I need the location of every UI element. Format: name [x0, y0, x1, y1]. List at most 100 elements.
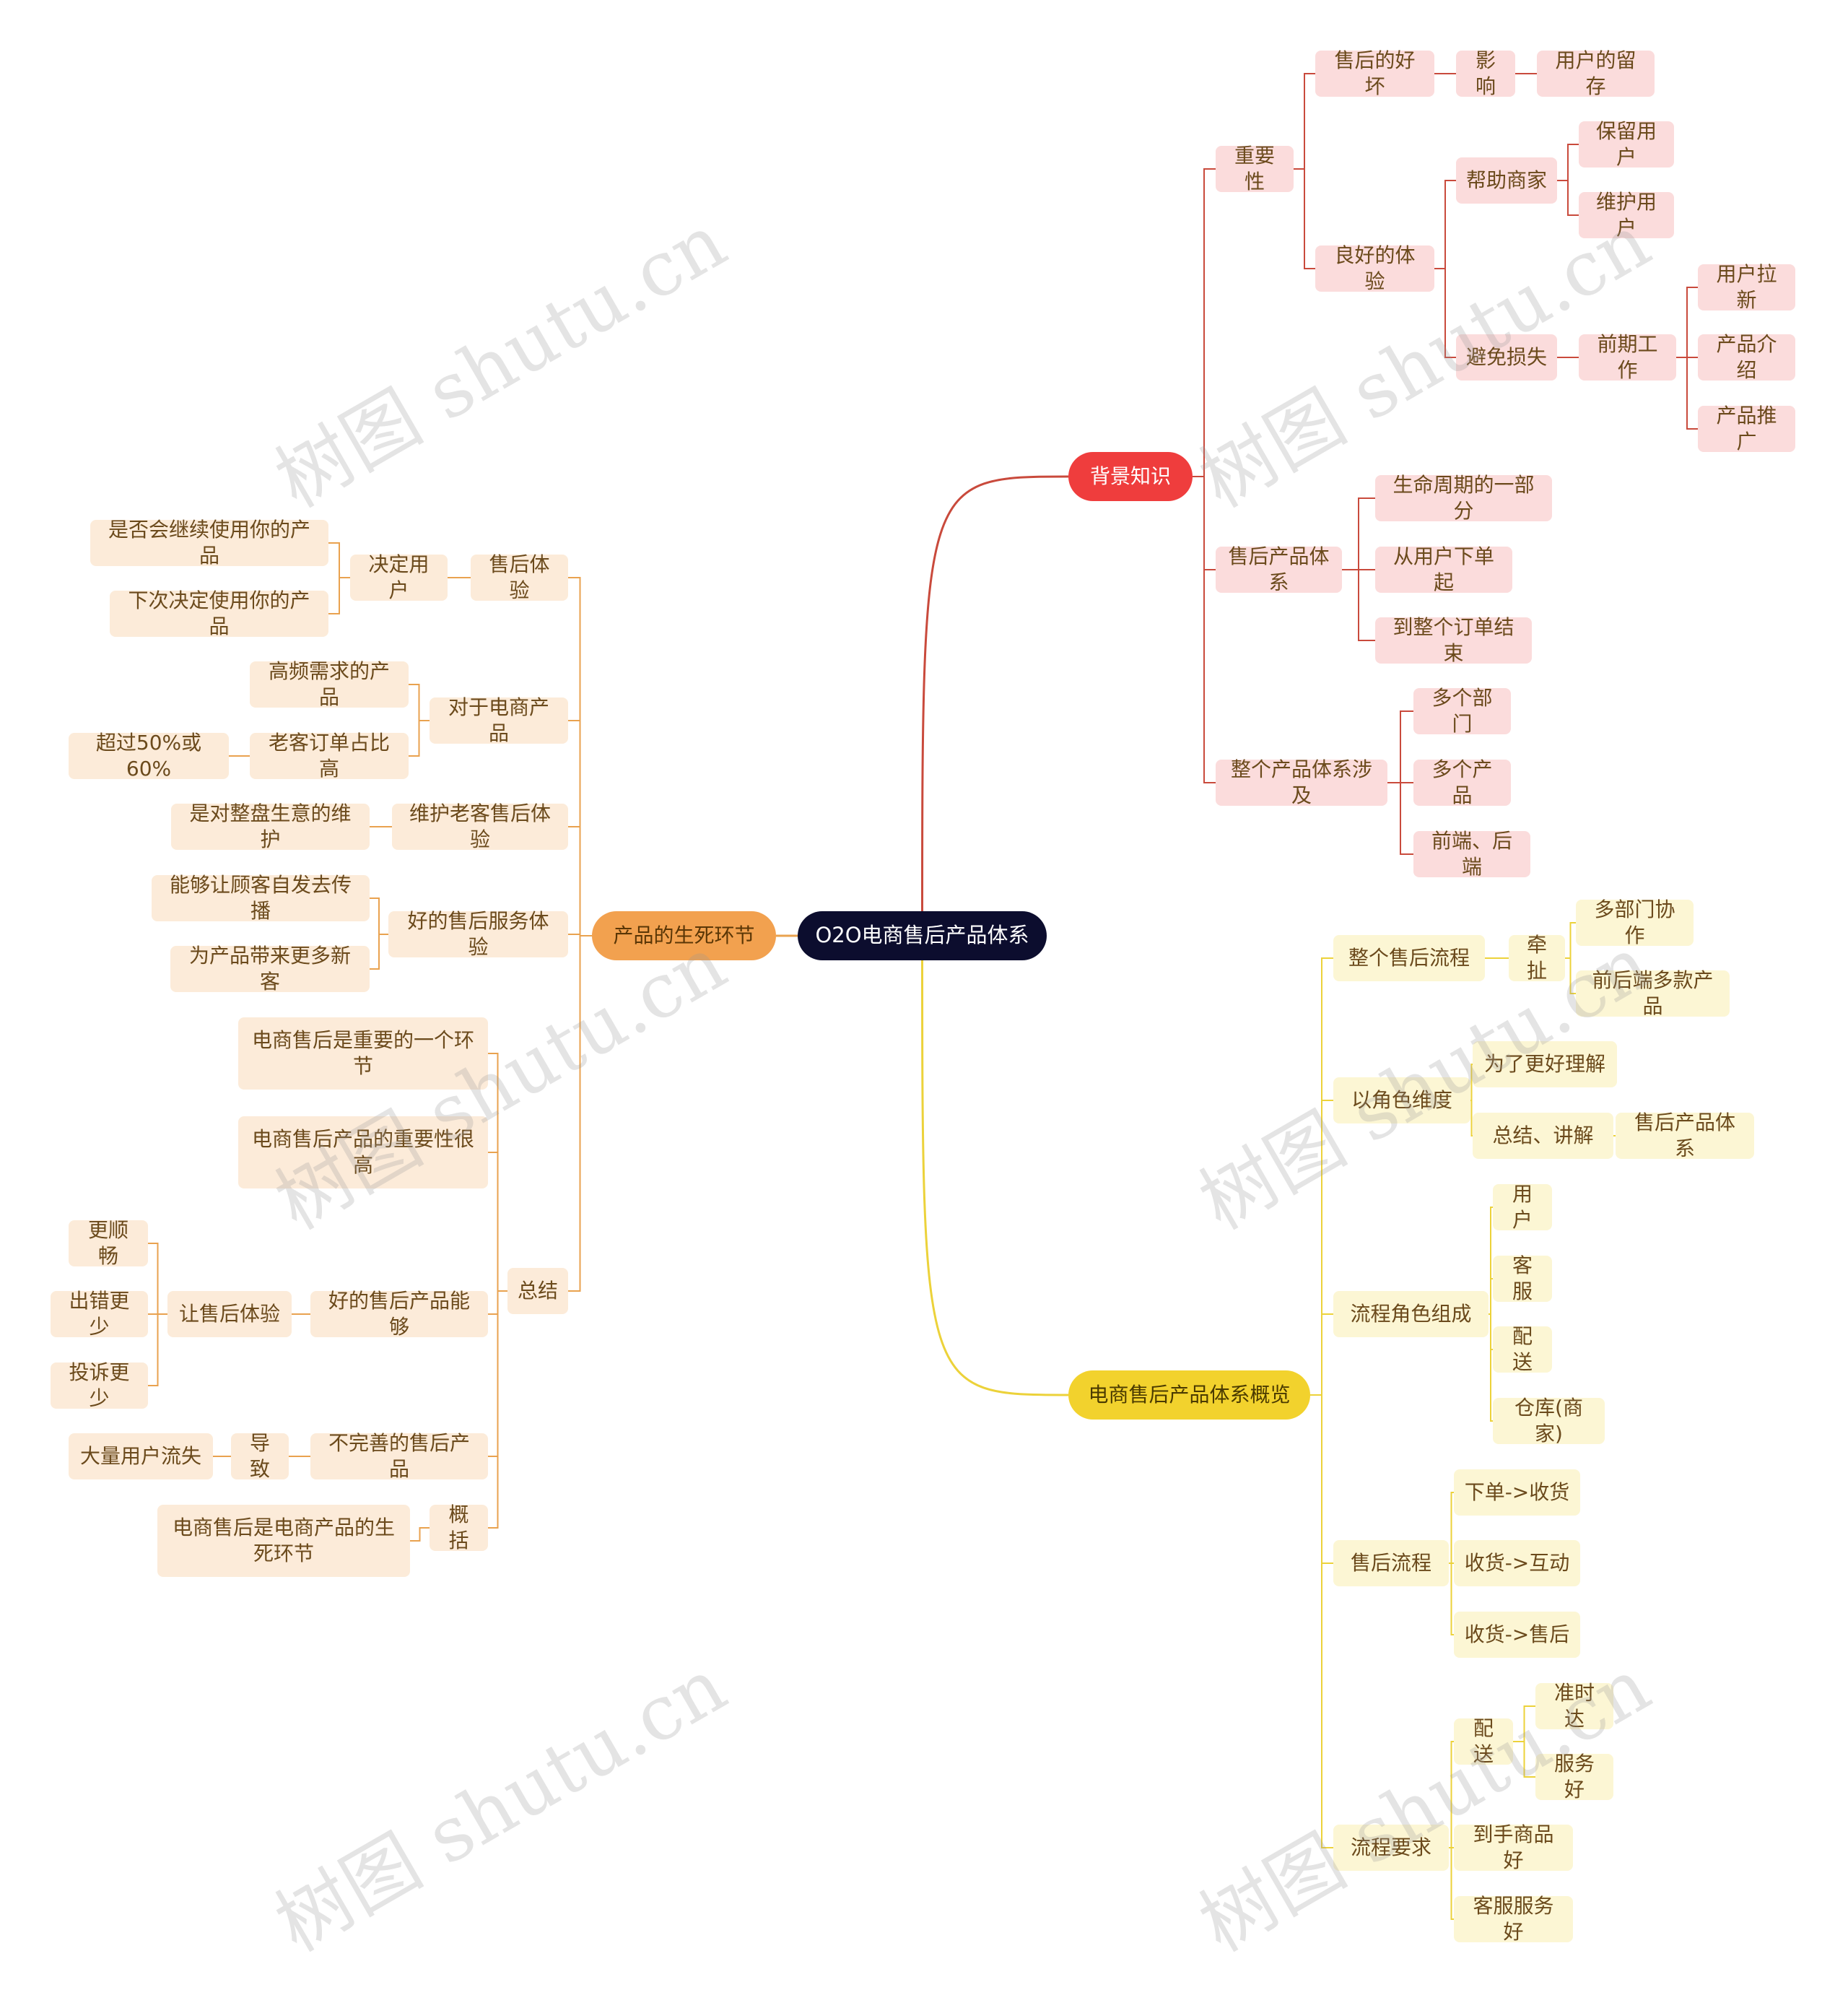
connector-b22	[1470, 1100, 1473, 1136]
topic-c551[interactable]: 电商售后是电商产品的生死环节	[157, 1505, 410, 1577]
connector-b34	[1489, 1313, 1493, 1422]
topic-a1221[interactable]: 前期工作	[1579, 332, 1676, 382]
topic-c5[interactable]: 总结	[507, 1268, 568, 1314]
connector-a12	[1294, 168, 1315, 269]
main-topic-a[interactable]: 背景知识	[1068, 452, 1193, 501]
connector-a12213	[1676, 357, 1698, 430]
topic-a21[interactable]: 生命周期的一部分	[1375, 473, 1552, 523]
connector-c21	[409, 684, 430, 721]
connector-a12211	[1676, 287, 1698, 358]
main-topic-c[interactable]: 产品的生死环节	[592, 911, 776, 960]
topic-b3[interactable]: 流程角色组成	[1333, 1291, 1489, 1337]
topic-a1211[interactable]: 保留用户	[1579, 119, 1674, 169]
connector-c3	[568, 826, 592, 936]
topic-a22[interactable]: 从用户下单起	[1375, 544, 1512, 594]
connector-a121	[1434, 180, 1456, 269]
topic-c41[interactable]: 能够让顾客自发去传播	[152, 873, 370, 923]
topic-c51[interactable]: 电商售后是重要的一个环节	[238, 1017, 488, 1090]
topic-a3[interactable]: 整个产品体系涉及	[1216, 757, 1387, 807]
connector-a23	[1342, 569, 1375, 641]
topic-a12213[interactable]: 产品推广	[1698, 404, 1795, 453]
topic-b221[interactable]: 售后产品体系	[1616, 1110, 1754, 1160]
connector-a	[921, 475, 1069, 936]
topic-b31[interactable]: 用户	[1493, 1182, 1552, 1232]
connector-a3	[1193, 476, 1216, 783]
topic-b512[interactable]: 服务好	[1535, 1752, 1613, 1801]
topic-c111[interactable]: 是否会继续使用你的产品	[90, 518, 328, 568]
topic-c42[interactable]: 为产品带来更多新客	[170, 944, 370, 994]
root-topic[interactable]: O2O电商售后产品体系	[798, 911, 1047, 960]
topic-a31[interactable]: 多个部门	[1413, 686, 1511, 736]
topic-c21[interactable]: 高频需求的产品	[250, 659, 409, 709]
topic-b112[interactable]: 前后端多款产品	[1576, 968, 1730, 1018]
topic-a2[interactable]: 售后产品体系	[1216, 544, 1342, 594]
topic-b2[interactable]: 以角色维度	[1333, 1077, 1470, 1123]
connector-b5	[1310, 1394, 1333, 1848]
connector-c5313	[148, 1313, 167, 1386]
topic-c5312[interactable]: 出错更少	[51, 1289, 148, 1339]
topic-b53[interactable]: 客服服务好	[1454, 1894, 1573, 1944]
topic-b11[interactable]: 牵扯	[1509, 933, 1565, 983]
topic-b4[interactable]: 售后流程	[1333, 1540, 1449, 1586]
topic-b111[interactable]: 多部门协作	[1576, 897, 1694, 947]
connector-b51	[1449, 1741, 1454, 1848]
topic-a12[interactable]: 良好的体验	[1315, 243, 1434, 293]
topic-c5411[interactable]: 大量用户流失	[69, 1433, 213, 1479]
connector-c112	[328, 577, 350, 614]
topic-c55[interactable]: 概括	[430, 1503, 488, 1552]
connector-b3	[1310, 1313, 1333, 1396]
topic-c4[interactable]: 好的售后服务体验	[388, 909, 568, 959]
topic-c112[interactable]: 下次决定使用你的产品	[110, 588, 328, 638]
topic-c3[interactable]: 维护老客售后体验	[392, 801, 568, 851]
topic-c541[interactable]: 导致	[231, 1431, 289, 1481]
topic-c11[interactable]: 决定用户	[350, 552, 448, 602]
topic-b41[interactable]: 下单->收货	[1454, 1469, 1580, 1516]
topic-a32[interactable]: 多个产品	[1413, 757, 1511, 807]
topic-c5311[interactable]: 更顺畅	[69, 1218, 148, 1268]
connector-c551	[410, 1527, 430, 1542]
connector-c52	[488, 1152, 507, 1292]
connector-c22	[409, 720, 430, 757]
topic-c1[interactable]: 售后体验	[471, 552, 568, 602]
topic-c531[interactable]: 让售后体验	[167, 1291, 292, 1337]
main-topic-b[interactable]: 电商售后产品体系概览	[1068, 1370, 1310, 1420]
topic-a23[interactable]: 到整个订单结束	[1375, 615, 1532, 665]
connector-b111	[1565, 922, 1576, 959]
topic-b34[interactable]: 仓库(商家)	[1493, 1396, 1605, 1446]
topic-a11[interactable]: 售后的好坏	[1315, 48, 1434, 98]
topic-b21[interactable]: 为了更好理解	[1473, 1041, 1617, 1087]
connector-a21	[1342, 497, 1375, 570]
topic-c52[interactable]: 电商售后产品的重要性很高	[238, 1116, 488, 1188]
topic-c5313[interactable]: 投诉更少	[51, 1360, 148, 1410]
connector-a31	[1387, 710, 1413, 783]
topic-b511[interactable]: 准时达	[1535, 1681, 1613, 1731]
topic-b52[interactable]: 到手商品好	[1454, 1822, 1573, 1872]
connector-a11	[1294, 73, 1315, 170]
topic-b33[interactable]: 配送	[1493, 1324, 1552, 1374]
topic-c54[interactable]: 不完善的售后产品	[310, 1431, 488, 1481]
topic-a122[interactable]: 避免损失	[1456, 334, 1557, 381]
topic-a1111[interactable]: 用户的留存	[1537, 48, 1655, 98]
connector-c111	[328, 542, 350, 578]
topic-b1[interactable]: 整个售后流程	[1333, 935, 1485, 981]
topic-c2[interactable]: 对于电商产品	[430, 695, 568, 745]
topic-c31[interactable]: 是对整盘生意的维护	[171, 801, 370, 851]
topic-c221[interactable]: 超过50%或60%	[69, 731, 229, 781]
topic-b32[interactable]: 客服	[1493, 1253, 1552, 1303]
topic-b5[interactable]: 流程要求	[1333, 1825, 1449, 1871]
topic-c22[interactable]: 老客订单占比高	[250, 731, 409, 781]
topic-a12212[interactable]: 产品介绍	[1698, 332, 1795, 382]
topic-b43[interactable]: 收货->售后	[1454, 1612, 1580, 1658]
topic-a1[interactable]: 重要性	[1216, 144, 1294, 194]
topic-a121[interactable]: 帮助商家	[1456, 157, 1557, 204]
topic-b42[interactable]: 收货->互动	[1454, 1540, 1580, 1586]
connector-c42	[370, 934, 388, 970]
topic-b51[interactable]: 配送	[1454, 1716, 1513, 1766]
topic-a33[interactable]: 前端、后端	[1413, 829, 1530, 879]
topic-c53[interactable]: 好的售后产品能够	[310, 1289, 488, 1339]
topic-b22[interactable]: 总结、讲解	[1473, 1113, 1613, 1159]
topic-a12211[interactable]: 用户拉新	[1698, 262, 1795, 312]
topic-a1212[interactable]: 维护用户	[1579, 190, 1674, 240]
topic-a111[interactable]: 影响	[1456, 48, 1515, 98]
